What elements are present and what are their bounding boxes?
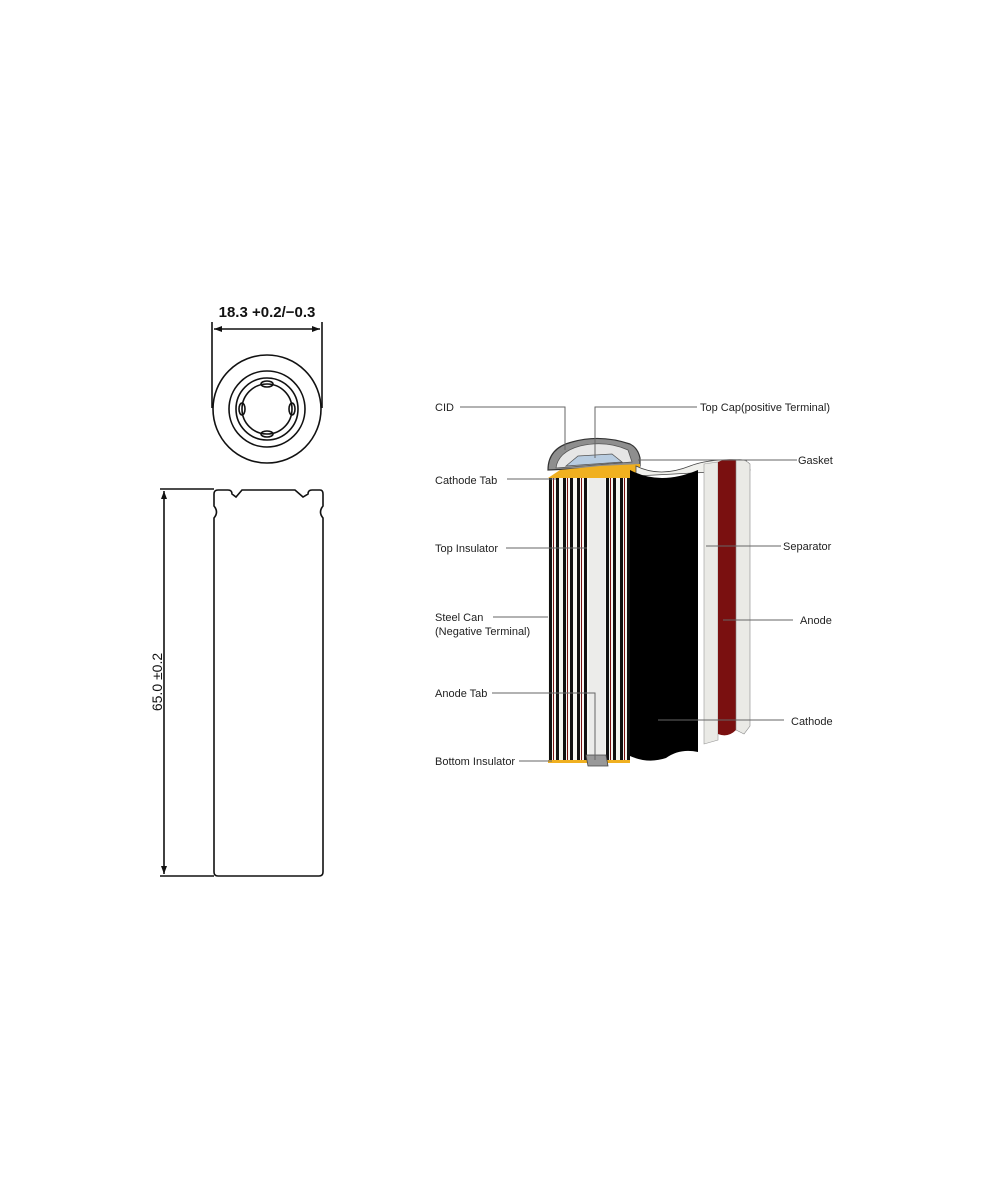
label-anode-tab: Anode Tab [435, 688, 487, 700]
label-steel-can: Steel Can [435, 612, 483, 624]
label-cathode: Cathode [791, 716, 833, 728]
label-bottom-insulator: Bottom Insulator [435, 756, 515, 768]
label-top-cap: Top Cap(positive Terminal) [700, 402, 830, 414]
height-label: 65.0 ±0.2 [149, 653, 165, 711]
label-top-insulator: Top Insulator [435, 543, 498, 555]
dimension-drawing: 18.3 +0.2/−0.3 65.0 ±0.2 [149, 304, 324, 877]
cell-top-view [212, 354, 322, 464]
labels-left: CID Cathode Tab Top Insulator Steel Can … [435, 402, 530, 768]
cell-side-view: 65.0 ±0.2 [149, 488, 324, 877]
jelly-roll [548, 478, 630, 767]
anode-layer [718, 459, 736, 736]
label-anode: Anode [800, 615, 832, 627]
labels-right: Top Cap(positive Terminal) Gasket Separa… [700, 402, 833, 728]
leader-lines [460, 406, 797, 762]
label-cid: CID [435, 402, 454, 414]
diameter-label: 18.3 +0.2/−0.3 [219, 304, 316, 321]
cathode-layer [630, 470, 698, 761]
label-gasket: Gasket [798, 455, 833, 467]
label-cathode-tab: Cathode Tab [435, 475, 497, 487]
separator-layer [703, 461, 719, 745]
label-steel-can-sub: (Negative Terminal) [435, 626, 530, 638]
cutaway-illustration [547, 437, 751, 767]
label-separator: Separator [783, 541, 832, 553]
